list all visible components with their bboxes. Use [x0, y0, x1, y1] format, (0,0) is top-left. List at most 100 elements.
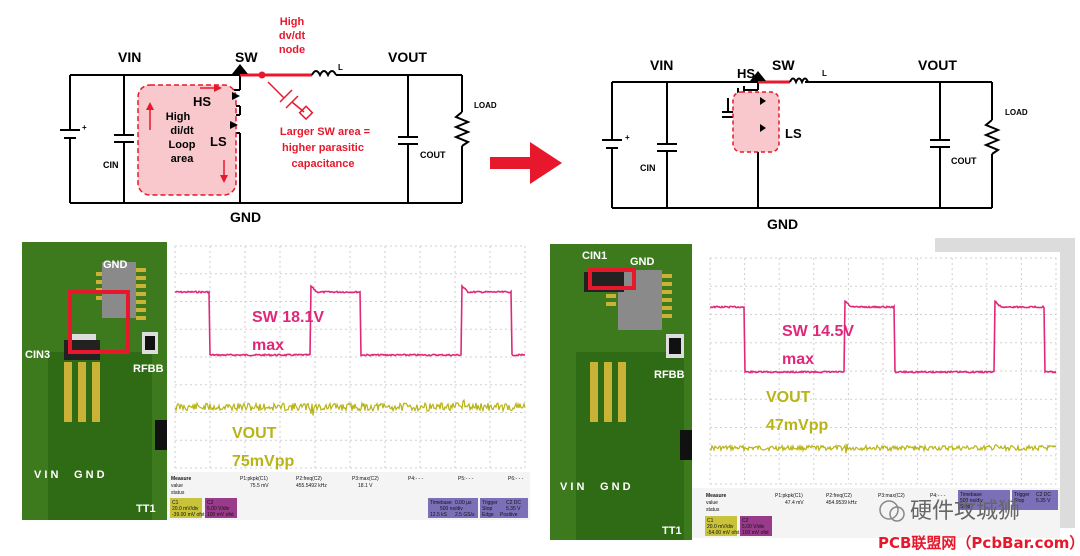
pcb-left-cin: CIN3 [25, 349, 50, 361]
meas-left-c2-l1: 5.00 V/div [207, 506, 230, 512]
pcb-left-gnd-bottom: G N D [74, 469, 105, 481]
watermark: 硬件攻城狮 PCB联盟网（PcbBar.com） [878, 499, 1080, 552]
pcb-right-gnd: GND [630, 256, 655, 268]
schematic-right [602, 81, 1001, 209]
meas-left-h2: P2:freq(C2) [296, 476, 322, 482]
transition-arrow-icon [490, 142, 562, 184]
meas-left-tr5: Positive [500, 512, 518, 518]
meas-right-h2: P2:freq(C2) [826, 493, 852, 499]
pcb-left-gnd: GND [103, 259, 128, 271]
highlight-box-right [588, 268, 636, 290]
loop-area-box-small [732, 91, 780, 153]
gnd-label: GND [230, 209, 261, 225]
wechat-icon [879, 500, 899, 520]
gnd-label-right: GND [767, 216, 798, 232]
battery-plus-label-right: + [625, 133, 630, 142]
node-text-1: High [280, 16, 305, 28]
meas-left-tr4: Edge [482, 512, 494, 518]
meas-left-v2: 455.5492 kHz [296, 483, 327, 489]
watermark-site: PCB联盟网（PcbBar.com） [878, 534, 1080, 552]
vout-waveform-right [709, 443, 1057, 454]
meas-left-tr3: 5.35 V [506, 506, 521, 512]
scope-left-vout-label: VOUT [232, 425, 277, 442]
node-text-3: node [279, 44, 305, 56]
ls-label-right: LS [785, 126, 802, 141]
cin-label-right: CIN [640, 163, 656, 173]
meas-right-c2-l1: 5.00 V/div [742, 524, 765, 530]
loop-text-4: area [171, 153, 195, 165]
meas-left-v1: 75.5 mV [250, 483, 269, 489]
vout-waveform-left [174, 398, 526, 416]
meas-left-c1-l2: -39.00 mV ofst [172, 512, 205, 518]
meas-right-h3: P3:max(C2) [878, 493, 905, 499]
vout-label-right: VOUT [918, 57, 957, 73]
meas-right-tr2: Stop [1014, 498, 1025, 504]
parasitic-text-2: higher parasitic [282, 142, 364, 154]
scope-right-vout-label2: 47mVpp [766, 417, 828, 434]
sw-label-right: SW [772, 57, 795, 73]
meas-right-tb1: 500 ns/div [960, 498, 983, 504]
parasitic-text-1: Larger SW area = [280, 126, 370, 138]
meas-right-h4: P4:- - - [930, 493, 946, 499]
vin-label: VIN [118, 49, 141, 65]
meas-right-tb2: Stop [960, 504, 971, 510]
scope-right-vout-label: VOUT [766, 389, 811, 406]
ls-label: LS [210, 134, 227, 149]
schematic-left-highlights [137, 64, 338, 196]
meas-right-c2-l2: 100 mV ofst [742, 530, 769, 536]
schematic-right-labels: VIN SW VOUT GND HS LS CIN COUT LOAD L + [625, 57, 1028, 232]
meas-right-c1-l1: 20.0 mV/div [707, 524, 734, 530]
scope-right-sw-label2: max [782, 351, 814, 368]
scope-left-sw-label: SW 18.1V [252, 309, 324, 326]
hs-label: HS [193, 94, 211, 109]
meas-left-tb2: 500 ns/div [440, 506, 463, 512]
pcb-right-gnd-bottom: G N D [600, 481, 631, 493]
schematic-left-labels: VIN SW VOUT GND HS LS CIN COUT LOAD L + … [82, 16, 497, 225]
meas-left-h1: P1:pkpk(C1) [240, 476, 268, 482]
meas-left-status: status [171, 490, 185, 496]
meas-left-h0: Measure [171, 476, 192, 482]
pcb-right-vin: V I N [560, 481, 585, 493]
loop-text-1: High [166, 111, 191, 123]
meas-left-tr2: Stop [482, 506, 493, 512]
schematic-left [60, 74, 471, 204]
schematic-right-highlights [732, 71, 809, 153]
meas-left-c2: C2 [207, 500, 214, 506]
meas-left-tb1: 0.00 µs [455, 500, 472, 506]
scope-left-sw-label2: max [252, 337, 284, 354]
pcb-left-tt: TT1 [136, 503, 156, 515]
loop-area-box [137, 84, 237, 196]
meas-right-v2: 454.9539 kHz [826, 500, 857, 506]
sw-label: SW [235, 49, 258, 65]
meas-left-tr1: C2 DC [506, 500, 521, 506]
vin-label-right: VIN [650, 57, 673, 73]
scope-right-sw-label: SW 14.5V [782, 323, 854, 340]
meas-right-tr3: 5.35 V [1036, 498, 1051, 504]
pcb-right-rfb: RFBB [654, 369, 685, 381]
scope-left: SW 18.1V max VOUT 75mVpp Measure P1:pkpk… [167, 242, 530, 520]
loop-text-2: di/dt [170, 125, 194, 137]
pcb-left-rfb: RFBB [133, 363, 164, 375]
meas-left-c2-l2: 100 mV ofst [207, 512, 234, 518]
sw-waveform-left [174, 283, 526, 357]
meas-left-v3: 18.1 V [358, 483, 373, 489]
meas-left-c1-l1: 20.0 mV/div [172, 506, 199, 512]
meas-left-tb4: 2.5 GS/s [455, 512, 475, 518]
scope-right: SW 14.5V max VOUT 47mVpp Measure P1:pkpk… [692, 238, 1075, 538]
load-label-right: LOAD [1005, 108, 1028, 117]
pcb-left-vin: V I N [34, 469, 59, 481]
meas-left-h4: P4:- - - [408, 476, 424, 482]
node-text-2: dv/dt [279, 30, 306, 42]
meas-right-h1: P1:pkpk(C1) [775, 493, 803, 499]
pcb-right-tt: TT1 [662, 525, 682, 537]
meas-left-tb0: Timebase [430, 500, 452, 506]
cin-label: CIN [103, 160, 119, 170]
meas-left-tb3: 12.5 kS [430, 512, 448, 518]
scope-left-vout-label2: 75mVpp [232, 453, 294, 470]
meas-right-v0: value [706, 500, 718, 506]
inductor-coil-left [311, 70, 337, 78]
pcb-right: CIN1 GND RFBB V I N G N D TT1 [550, 244, 692, 540]
cout-label: COUT [420, 150, 446, 160]
sw-node-dot [258, 71, 266, 79]
